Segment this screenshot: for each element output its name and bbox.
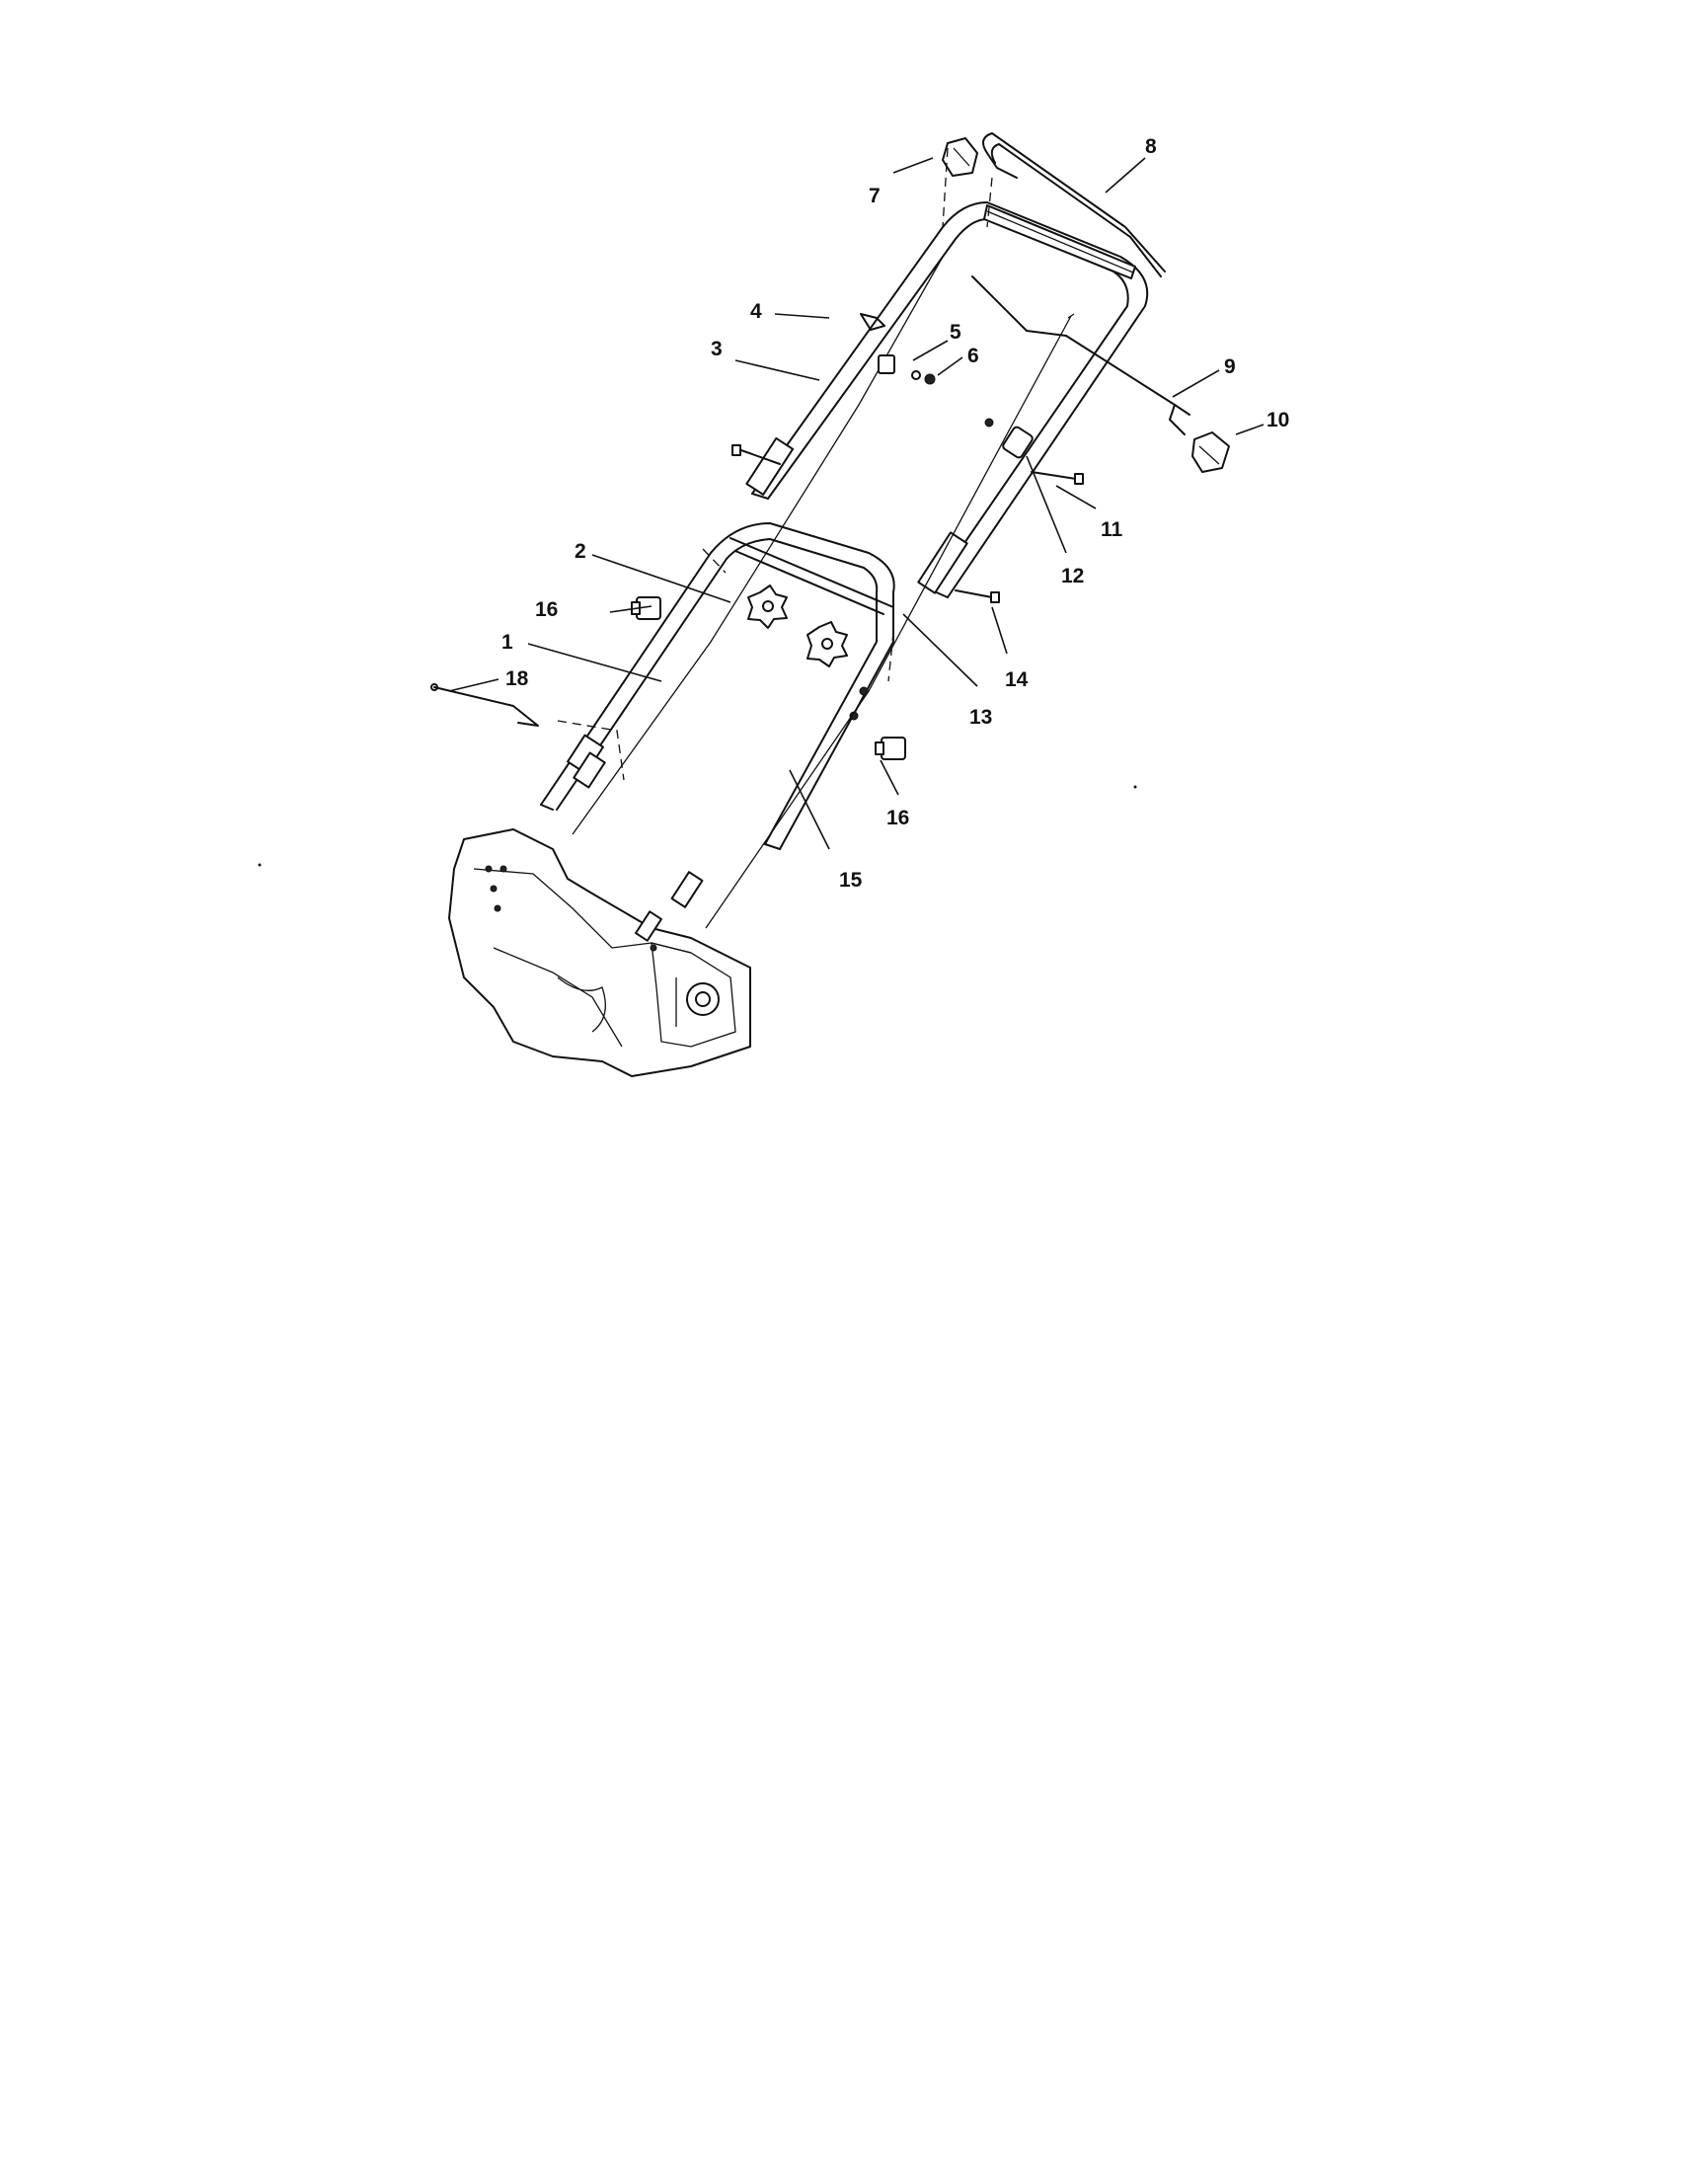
- callout-14: 14: [1005, 668, 1029, 691]
- bolts: [731, 444, 1084, 603]
- knob-7: [942, 137, 978, 177]
- callout-15: 15: [839, 869, 863, 892]
- callout-2: 2: [575, 540, 586, 563]
- star-knob-upper: [747, 585, 788, 629]
- assembly-guide-lines: [557, 147, 993, 781]
- upper-handle: [745, 201, 1149, 598]
- callout-6: 6: [967, 345, 979, 367]
- drive-control-bar: [971, 275, 1190, 435]
- callout-5: 5: [950, 321, 961, 344]
- callout-16-right: 16: [886, 807, 909, 829]
- callout-1: 1: [501, 631, 513, 654]
- washer-5-nut-6: [878, 354, 936, 385]
- callout-10: 10: [1266, 409, 1289, 431]
- mower-housing: [448, 828, 751, 1077]
- callout-11: 11: [1101, 518, 1123, 541]
- tie-wrap-18: [430, 683, 539, 727]
- control-cables: [572, 256, 1075, 942]
- leader-lines: [448, 157, 1265, 850]
- callout-13: 13: [969, 706, 992, 729]
- callout-9: 9: [1224, 355, 1236, 378]
- callout-3: 3: [711, 338, 723, 360]
- callout-labels: 1 2 3 4 5 6 7 8 9 10 11 12 13 14 15 16 1…: [501, 135, 1289, 892]
- knob-10: [1191, 431, 1230, 473]
- star-knob-lower: [806, 621, 848, 667]
- callout-8: 8: [1145, 135, 1157, 158]
- cable-guide-12: [984, 418, 1034, 459]
- callout-12: 12: [1061, 565, 1084, 587]
- callout-4: 4: [750, 300, 762, 323]
- lower-handle-right: [764, 591, 894, 850]
- callout-16-left: 16: [535, 598, 558, 621]
- callout-18: 18: [505, 667, 529, 690]
- scan-speck: [258, 863, 262, 867]
- bushing-16-right: [875, 737, 906, 760]
- cable-clip-4: [860, 313, 885, 331]
- scan-speck: [1133, 785, 1137, 789]
- cross-bar: [729, 537, 894, 615]
- operator-bar: [982, 132, 1166, 277]
- callout-7: 7: [869, 185, 881, 207]
